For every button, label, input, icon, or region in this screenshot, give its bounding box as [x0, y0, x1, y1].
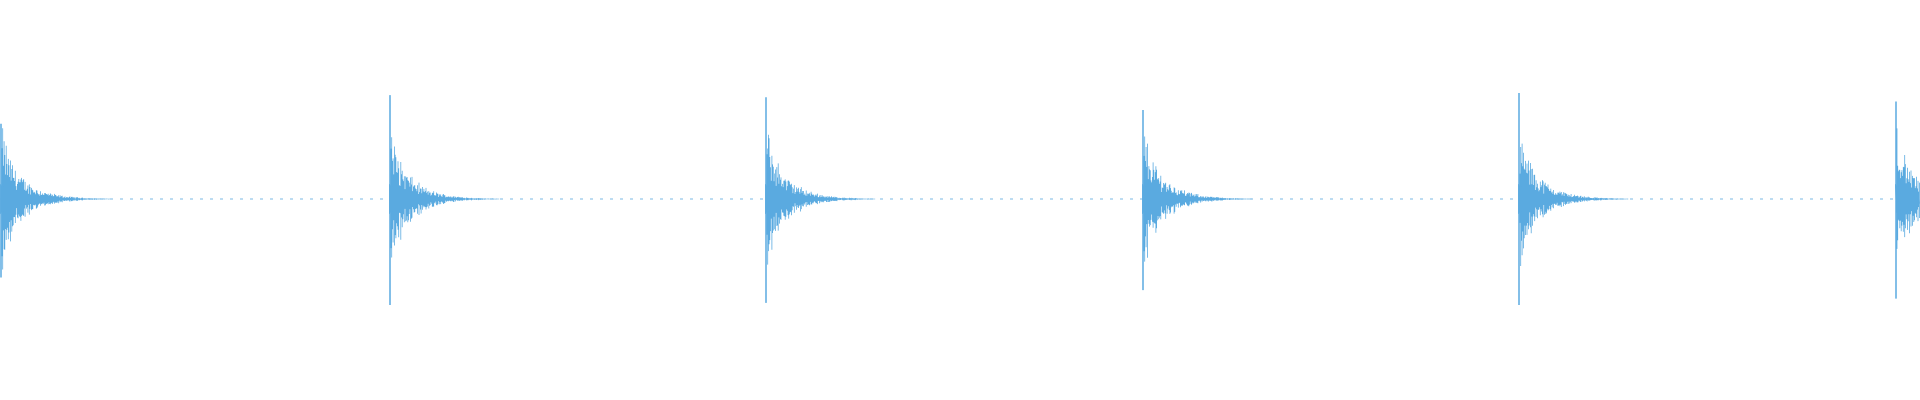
transient-core: [1895, 184, 1920, 214]
transient-4: [1142, 109, 1253, 291]
transient-6: [1895, 101, 1920, 299]
transient-3: [765, 97, 876, 303]
transient-core: [1142, 184, 1202, 214]
transient-core: [389, 184, 449, 214]
transient-core: [1518, 184, 1578, 214]
transient-5: [1518, 93, 1629, 305]
transient-2: [389, 95, 500, 305]
transient-core: [765, 184, 825, 214]
waveform-transients: [0, 93, 1920, 305]
transient-1: [0, 123, 111, 278]
transient-core: [0, 184, 60, 214]
